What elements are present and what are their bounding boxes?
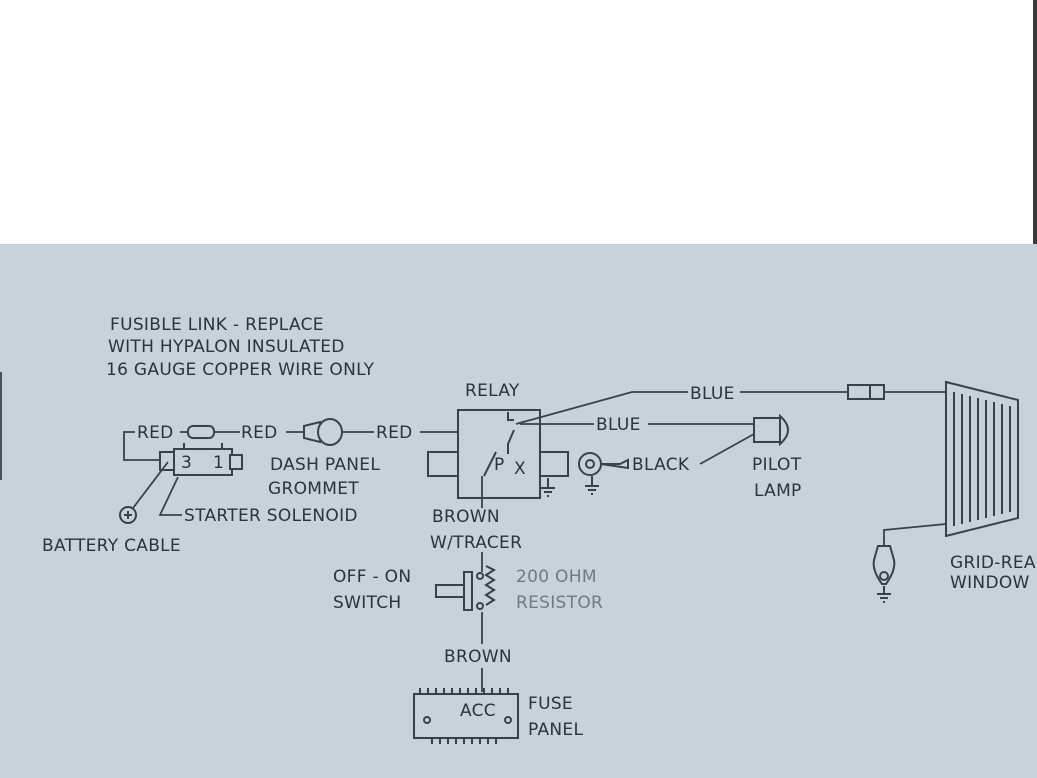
resistor-label-line-2: RESISTOR [516, 593, 603, 613]
ground-terminal-icon [578, 452, 602, 476]
wire-label-blue-1: BLUE [690, 384, 735, 404]
switch-label-line-1: OFF - ON [333, 567, 411, 587]
defroster-grid-lines [953, 392, 1011, 526]
fuse-panel-bottom-pins [431, 738, 497, 744]
starter-solenoid-pointer [158, 476, 182, 516]
lamp-ground-icon [585, 476, 599, 495]
dash-panel-label-line-2: GROMMET [268, 479, 359, 499]
wire-blue-to-grid [515, 391, 688, 425]
relay-ground-icon [541, 478, 555, 497]
relay-terminal-x: X [514, 459, 526, 479]
pilot-lamp-lens-icon [779, 413, 789, 447]
brown-tracer-label-line-1: BROWN [432, 507, 500, 527]
wire-red-solenoid-loop [123, 431, 168, 461]
fuse-panel-label-line-1: FUSE [528, 694, 573, 714]
wire-label-red-2: RED [241, 423, 278, 443]
wire-label-red-3: RED [376, 423, 413, 443]
resistor-label-line-1: 200 OHM [516, 567, 597, 587]
relay-label: RELAY [465, 381, 520, 401]
wire-label-blue-2: BLUE [596, 415, 641, 435]
fuse-panel-top-pins [419, 688, 509, 694]
pilot-lamp-icon [753, 417, 781, 443]
relay-p-arm [483, 451, 497, 477]
acc-terminal-label: ACC [460, 701, 496, 721]
ground-bulb-filament [879, 571, 889, 581]
grid-window-label-line-2: WINDOW [950, 573, 1030, 593]
wire-label-red-1: RED [137, 423, 174, 443]
wire-black [699, 433, 755, 465]
relay-right-mount [539, 451, 569, 477]
grid-window-label-line-1: GRID-REAR [950, 553, 1037, 573]
fusible-link-note-line-1: FUSIBLE LINK - REPLACE [110, 315, 324, 335]
relay-contact-top [507, 412, 514, 421]
fusible-link-icon [187, 425, 215, 439]
ring-terminal-icon [600, 458, 629, 470]
wire-label-brown: BROWN [444, 647, 512, 667]
ground-terminal-center [585, 459, 595, 469]
switch-contact-bottom [476, 602, 484, 610]
ground-bulb-icon [872, 545, 896, 585]
connector-right-icon [869, 384, 885, 400]
solenoid-right-cap [229, 454, 243, 470]
solenoid-terminal-3: 3 [181, 453, 192, 473]
switch-knob-icon [435, 584, 465, 598]
dash-panel-label-line-1: DASH PANEL [270, 455, 380, 475]
positive-sign-icon [124, 511, 132, 519]
starter-solenoid-label: STARTER SOLENOID [184, 506, 358, 526]
pilot-lamp-label-line-2: LAMP [754, 481, 802, 501]
fusible-link-note-line-3: 16 GAUGE COPPER WIRE ONLY [106, 360, 375, 380]
pilot-lamp-label-line-1: PILOT [752, 455, 802, 475]
brown-tracer-label-line-2: W/TRACER [430, 533, 522, 553]
relay-switch-arm [507, 429, 515, 454]
edge-strip [1033, 0, 1037, 244]
switch-label-line-2: SWITCH [333, 593, 401, 613]
fuse-panel-label-line-2: PANEL [528, 720, 583, 740]
switch-contact-top [476, 572, 484, 580]
grommet-icon [303, 420, 321, 444]
wire-window-ground [883, 523, 947, 546]
off-on-switch-icon [463, 571, 473, 611]
connector-left-icon [847, 384, 871, 400]
wire-label-black: BLACK [632, 455, 690, 475]
grommet-flange-icon [317, 418, 343, 446]
diagram-paper [0, 244, 1037, 778]
window-ground-icon [877, 586, 891, 603]
starter-solenoid-icon [173, 448, 233, 476]
relay-terminal-p: P [494, 455, 505, 475]
fuse-panel-mount-right [504, 716, 512, 724]
blank-top-area [0, 0, 1033, 244]
battery-cable-line [129, 461, 169, 513]
resistor-icon [484, 565, 497, 606]
fuse-panel-icon [413, 693, 519, 739]
solenoid-terminal-1: 1 [213, 453, 224, 473]
fusible-link-note-line-2: WITH HYPALON INSULATED [108, 337, 345, 357]
fuse-panel-mount-left [423, 716, 431, 724]
battery-cable-label: BATTERY CABLE [42, 536, 181, 556]
relay-left-mount [427, 451, 459, 477]
rear-window-grid-icon [945, 380, 1019, 538]
